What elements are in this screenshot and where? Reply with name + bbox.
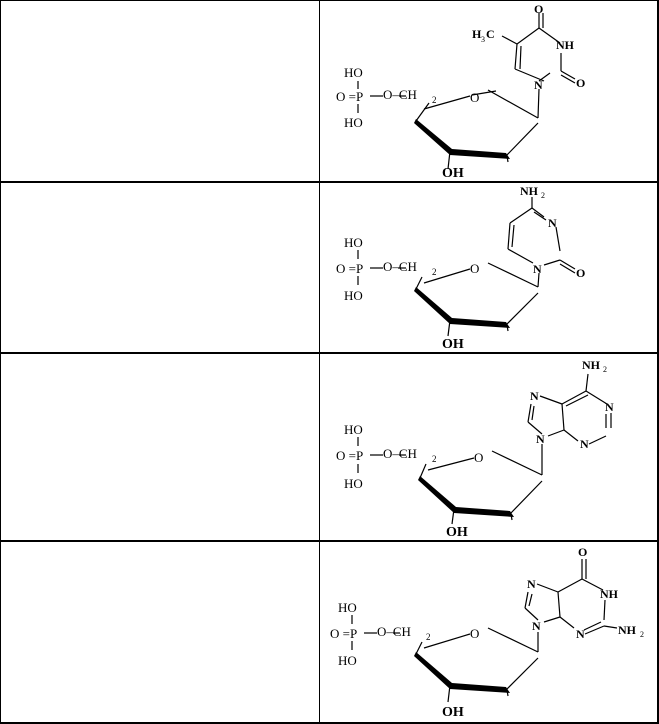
- table-border-bottom: [0, 722, 659, 724]
- hydroxyl-label: OH: [442, 166, 464, 181]
- base-nh: NH: [600, 587, 619, 601]
- ester-label: O–CH: [383, 87, 417, 102]
- table-row: [1, 354, 319, 540]
- row-divider-1: [0, 181, 659, 183]
- phosphate-hydroxyl-bottom: HO: [344, 288, 363, 303]
- base-oxygen: O: [576, 266, 585, 280]
- amine-label: NH: [618, 623, 637, 637]
- base-nitrogen-1: N: [605, 400, 614, 414]
- base-nitrogen: N: [534, 78, 543, 92]
- subscript: 2: [432, 454, 437, 464]
- phosphate-center: O =P: [336, 448, 363, 463]
- phosphate-hydroxyl-bottom: HO: [344, 115, 363, 130]
- amine-subscript: 2: [603, 365, 607, 374]
- amine-label: NH: [520, 184, 539, 198]
- phosphate-hydroxyl-bottom: HO: [338, 653, 357, 668]
- cytidine-structure: HO O =P HO O–CH 2 O OH NH 2 N N O: [336, 184, 585, 352]
- amine-subscript: 2: [541, 191, 545, 200]
- ester-label: O–CH: [383, 446, 417, 461]
- base-nitrogen-7: N: [530, 389, 539, 403]
- base-nitrogen-7: N: [527, 577, 536, 591]
- table-row: [1, 183, 319, 352]
- base-nh: NH: [556, 38, 575, 52]
- thymidine-structure: HO O =P HO O–CH 2 O OH O NH O N H 3 C: [336, 2, 585, 181]
- phosphate-center: O =P: [336, 261, 363, 276]
- phosphate-hydroxyl-top: HO: [344, 65, 363, 80]
- base-nitrogen-1: N: [533, 262, 542, 276]
- guanosine-structure: HO O =P HO O–CH 2 O OH O N NH N N NH 2: [330, 545, 644, 720]
- phosphate-hydroxyl-top: HO: [344, 235, 363, 250]
- table-border-right: [657, 0, 659, 724]
- base-oxygen: O: [578, 545, 587, 559]
- phosphate-center: O =P: [330, 626, 357, 641]
- base-nitrogen-3: N: [580, 437, 589, 451]
- hydroxyl-label: OH: [442, 705, 464, 720]
- adenosine-structure: HO O =P HO O–CH 2 O OH NH 2 N N N N: [336, 358, 614, 540]
- phosphate-hydroxyl-top: HO: [344, 422, 363, 437]
- table-row: [1, 542, 319, 722]
- phosphate-center: O =P: [336, 89, 363, 104]
- phosphate-hydroxyl-top: HO: [338, 600, 357, 615]
- base-oxygen-top: O: [534, 2, 543, 16]
- base-oxygen-bottom: O: [576, 76, 585, 90]
- methyl-c: C: [486, 27, 495, 41]
- base-nitrogen-3: N: [576, 627, 585, 641]
- base-nitrogen-9: N: [532, 619, 541, 633]
- hydroxyl-label: OH: [446, 525, 468, 540]
- subscript: 2: [432, 267, 437, 277]
- ring-oxygen: O: [470, 90, 479, 105]
- base-nitrogen-3: N: [548, 216, 557, 230]
- row-divider-3: [0, 540, 659, 542]
- table-border-top: [0, 0, 659, 1]
- methyl-subscript: 3: [481, 35, 485, 44]
- ester-label: O–CH: [377, 624, 411, 639]
- methyl-h: H: [472, 27, 482, 41]
- table-border-left: [0, 0, 1, 724]
- row-divider-2: [0, 352, 659, 354]
- amine-subscript: 2: [640, 630, 644, 639]
- ring-oxygen: O: [470, 261, 479, 276]
- hydroxyl-label: OH: [442, 337, 464, 352]
- ring-oxygen: O: [470, 626, 479, 641]
- table-row: [1, 1, 319, 181]
- ester-label: O–CH: [383, 259, 417, 274]
- subscript: 2: [426, 632, 431, 642]
- phosphate-hydroxyl-bottom: HO: [344, 476, 363, 491]
- amine-label: NH: [582, 358, 601, 372]
- column-divider: [319, 0, 320, 724]
- base-nitrogen-9: N: [536, 432, 545, 446]
- subscript: 2: [432, 95, 437, 105]
- ring-oxygen: O: [474, 450, 483, 465]
